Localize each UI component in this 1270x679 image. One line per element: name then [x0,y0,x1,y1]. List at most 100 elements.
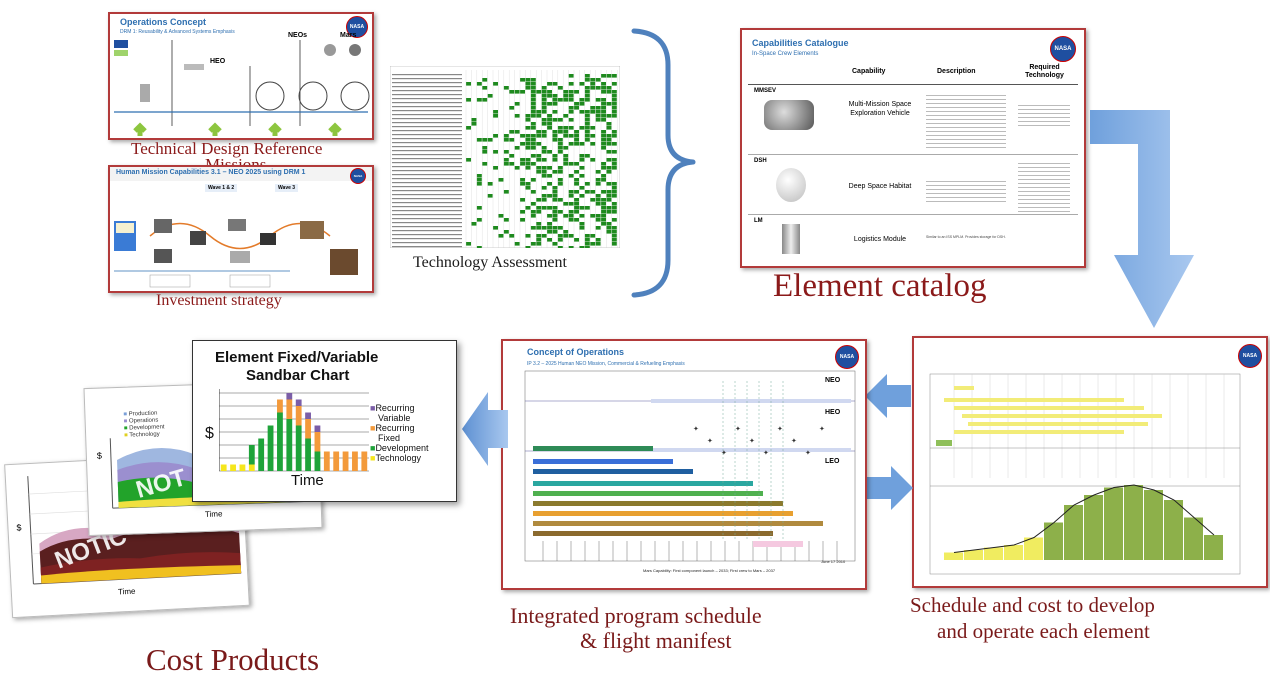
matrix-cell [568,94,574,98]
program-bar [533,491,763,496]
matrix-cell [509,162,515,166]
matrix-cell [530,142,536,146]
matrix-cell [552,138,558,142]
matrix-cell [525,146,531,150]
nasa-logo-icon: NASA [1238,344,1262,368]
matrix-cell [547,94,552,98]
matrix-cell [536,238,542,242]
row-capability-dsh: Deep Space Habitat [848,183,912,190]
matrix-cell [525,162,531,166]
bar-recurring-fixed-12 [323,451,330,471]
matrix-cell [601,202,606,206]
matrix-cell [541,102,547,106]
matrix-cell [563,162,569,166]
matrix-cell [568,246,574,248]
matrix-cell [601,82,606,86]
matrix-cell [476,138,482,142]
zone-heo-label: HEO [825,409,841,416]
matrix-cell [606,210,612,214]
bar-development-10 [305,438,311,471]
legend-recurring-fixed-line2: Fixed [378,433,401,443]
matrix-cell [568,202,574,206]
matrix-cell [487,194,493,198]
zone-neo-label: NEO [825,377,841,384]
bar-recurring-fixed-14 [342,451,349,471]
matrix-row-label [392,178,462,180]
matrix-cell [563,130,569,134]
matrix-row-label [392,126,462,128]
matrix-cell [595,98,601,102]
matrix-cell [563,202,569,206]
matrix-row-label [392,198,462,200]
matrix-cell [536,206,542,210]
matrix-cell [520,134,525,138]
matrix-cell [476,82,482,86]
matrix-cell [595,242,601,246]
matrix-cell [574,142,579,146]
nasa-logo-icon: NASA [1050,36,1076,62]
matrix-cell [574,202,579,206]
matrix-cell [601,178,606,182]
matrix-cell [530,94,536,98]
elbow-arrow [1090,110,1194,328]
matrix-cell [552,82,558,86]
matrix-cell [552,118,558,122]
matrix-cell [514,90,520,94]
matrix-cell [606,102,612,106]
matrix-cell [595,170,601,174]
bar-development-7 [277,412,283,471]
bar-recurring-fixed-9 [295,406,302,426]
middle-legend: ■ Production ■ Operations ■ Development … [123,410,165,439]
matrix-cell [595,198,601,202]
cost-bar [1064,505,1083,560]
sandbar-legend: ■Recurring Variable ■Recurring Fixed ■De… [370,403,428,463]
matrix-cell [547,102,552,106]
matrix-cell [541,158,547,162]
matrix-cell [590,78,596,82]
matrix-cell [547,238,552,242]
slide-subtitle: DRM 1: Reusability & Advanced Systems Em… [120,29,235,35]
matrix-cell [584,122,590,126]
matrix-row-label [392,138,462,140]
matrix-cell [595,194,601,198]
matrix-cell [574,206,579,210]
matrix-cell [568,194,574,198]
matrix-cell [574,198,579,202]
conops-footer: Mars Capability: First component launch … [643,568,776,573]
matrix-cell [611,190,617,194]
matrix-cell [606,198,612,202]
matrix-cell [601,166,606,170]
matrix-cell [579,206,585,210]
matrix-cell [611,94,617,98]
matrix-cell [601,114,606,118]
matrix-cell [536,170,542,174]
integrated-schedule-caption-line2: & flight manifest [580,628,732,653]
slide-title: Human Mission Capabilities 3.1 – NEO 202… [116,169,306,176]
matrix-cell [601,86,606,90]
matrix-cell [590,110,596,114]
matrix-cell [530,138,536,142]
lm-image [782,224,800,254]
mars-label: Mars [340,32,357,39]
matrix-cell [574,182,579,186]
matrix-cell [606,126,612,130]
matrix-cell [520,158,525,162]
program-bar [533,521,823,526]
matrix-cell [541,146,547,150]
matrix-cell [530,102,536,106]
matrix-row-label [392,82,462,84]
matrix-cell [552,102,558,106]
matrix-cell [590,190,596,194]
matrix-cell [514,114,520,118]
matrix-cell [590,134,596,138]
bar-recurring-variable-10 [305,412,311,419]
matrix-cell [514,130,520,134]
matrix-cell [476,206,482,210]
flight-marker: ✦ [777,425,783,433]
bar-recurring-fixed-10 [305,419,311,439]
bar-development-5 [258,438,265,471]
matrix-cell [547,114,552,118]
matrix-cell [611,102,617,106]
matrix-row-label [392,218,462,220]
matrix-cell [536,198,542,202]
